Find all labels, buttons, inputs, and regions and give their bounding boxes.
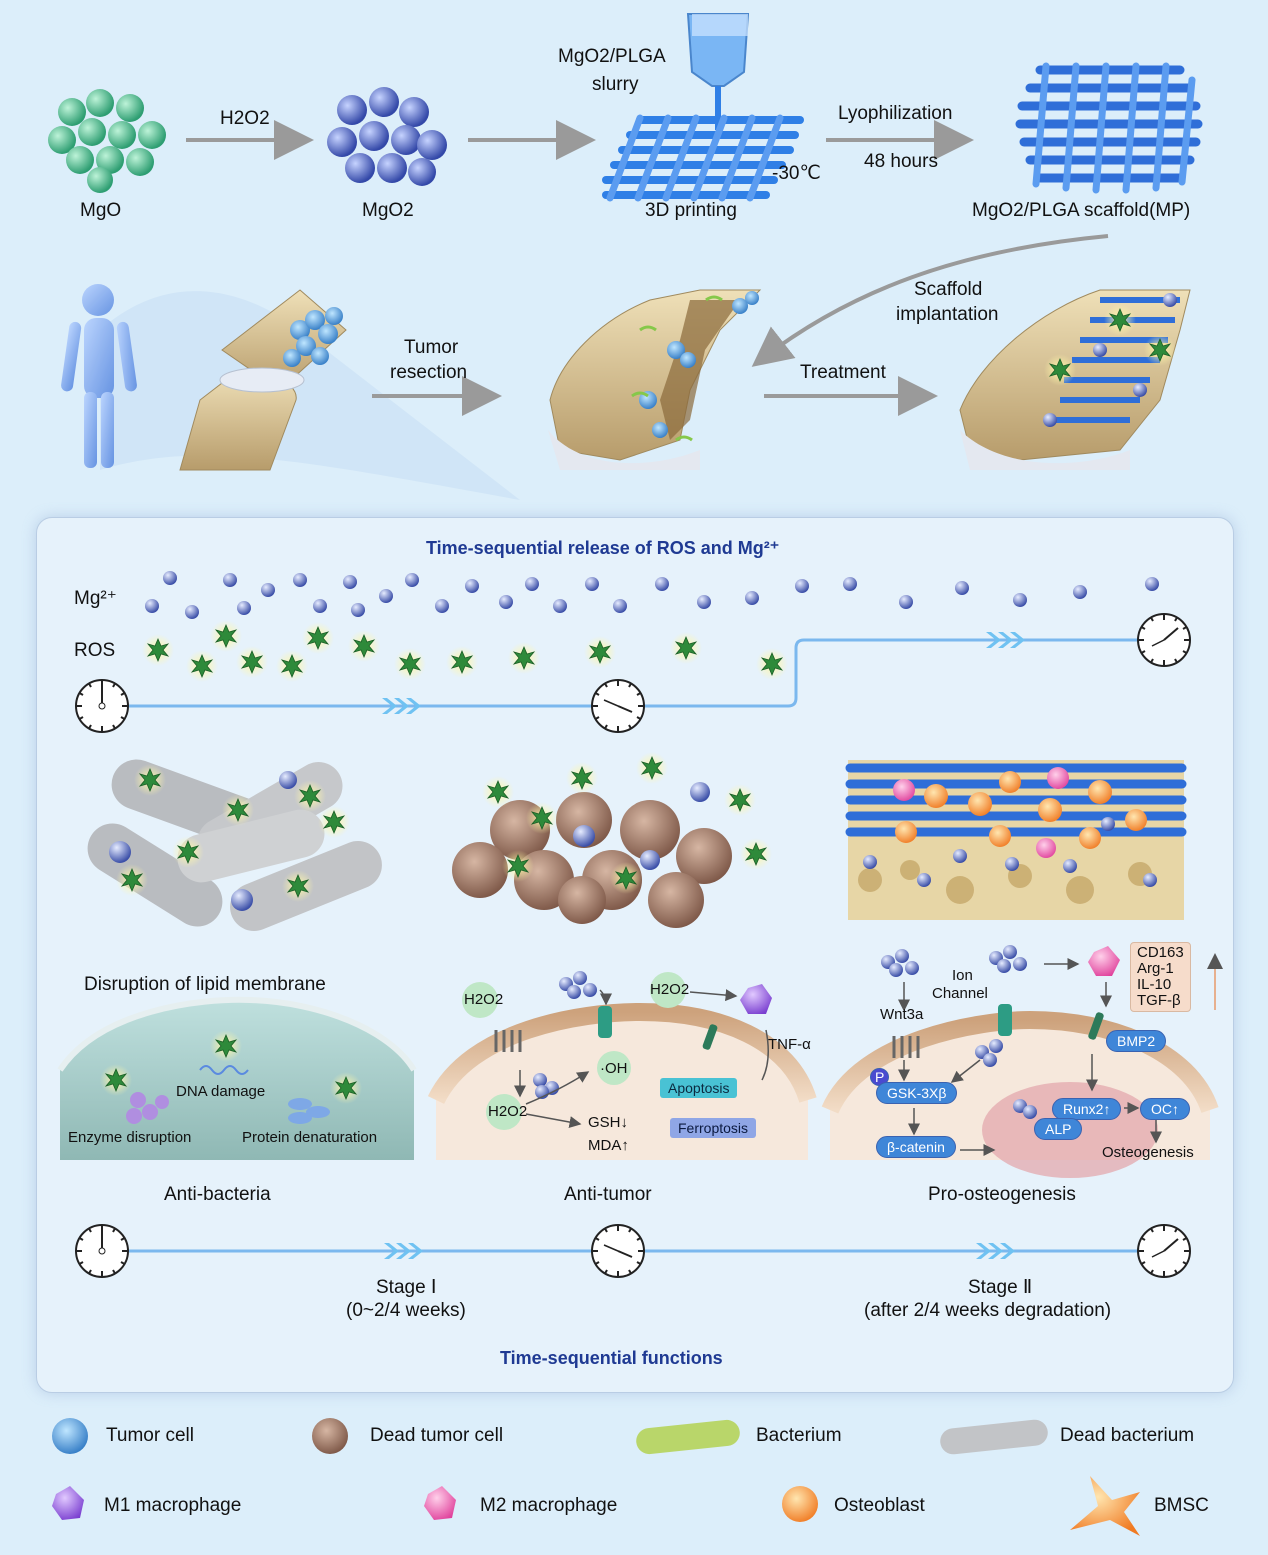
tumor-cell-icon xyxy=(52,1418,88,1454)
slurry-label-1: MgO2/PLGA xyxy=(558,46,666,67)
legend-m2-macrophage: M2 macrophage xyxy=(480,1495,618,1516)
protein-label: Protein denaturation xyxy=(242,1129,378,1146)
osteo-cell-interior xyxy=(821,945,1223,1178)
mgo-particles xyxy=(48,89,166,193)
receptor-icon xyxy=(494,1030,522,1052)
wnt3a-label: Wnt3a xyxy=(880,1006,924,1023)
legend-dead-tumor-cell: Dead tumor cell xyxy=(370,1425,504,1446)
clock-icon xyxy=(1137,1224,1191,1278)
hours-label: 48 hours xyxy=(864,151,938,172)
scaffold-label: MgO2/PLGA scaffold(MP) xyxy=(972,200,1191,221)
bacterium-icon xyxy=(636,1419,740,1455)
clock-icon xyxy=(75,679,129,733)
functions-title: Time-sequential functions xyxy=(500,1348,723,1368)
channel-label: Channel xyxy=(932,985,988,1002)
h2o2-arrow-label: H2O2 xyxy=(220,108,270,129)
scaffold-impl-label-2: implantation xyxy=(896,304,999,325)
scaffold-stack xyxy=(1015,62,1203,194)
runx2-pill: Runx2↑ xyxy=(1052,1098,1122,1120)
osteogenesis-label: Osteogenesis xyxy=(1102,1144,1194,1161)
stage1-title: Stage Ⅰ xyxy=(376,1277,437,1298)
gsk-pill: GSK-3Xβ xyxy=(876,1082,958,1104)
ferroptosis-box: Ferroptosis xyxy=(670,1118,757,1138)
anti-bacteria-caption: Anti-bacteria xyxy=(164,1184,271,1205)
implanted-bone xyxy=(959,289,1191,470)
marker-arg1: Arg-1 xyxy=(1137,960,1174,977)
treatment-label: Treatment xyxy=(800,362,886,383)
pro-osteogenesis-caption: Pro-osteogenesis xyxy=(928,1184,1076,1205)
mg-label: Mg²⁺ xyxy=(74,588,117,609)
panel-title: Time-sequential release of ROS and Mg²⁺ xyxy=(426,538,780,558)
dna-damage-label: DNA damage xyxy=(176,1083,266,1100)
m2-markers-box: CD163 Arg-1 IL-10 TGF-β xyxy=(1130,942,1191,1012)
tnf-label: TNF-α xyxy=(768,1036,811,1053)
legend-tumor-cell: Tumor cell xyxy=(106,1425,194,1446)
h2o2-label-b: H2O2 xyxy=(488,1103,528,1120)
osteoblast-icon xyxy=(782,1486,818,1522)
legend-m1-macrophage: M1 macrophage xyxy=(104,1495,242,1516)
printed-grid xyxy=(602,114,804,202)
stage2-range: (after 2/4 weeks degradation) xyxy=(864,1300,1112,1321)
ion-label: Ion xyxy=(952,967,973,984)
receptor-icon xyxy=(892,1036,920,1058)
legend-bacterium: Bacterium xyxy=(756,1425,842,1446)
lyophilization-label: Lyophilization xyxy=(838,103,953,124)
anti-tumor-caption: Anti-tumor xyxy=(564,1184,652,1205)
legend-osteoblast: Osteoblast xyxy=(834,1495,925,1516)
stage1-range: (0~2/4 weeks) xyxy=(346,1300,466,1321)
temperature-label: -30℃ xyxy=(772,163,821,184)
scaffold-impl-label-1: Scaffold xyxy=(914,279,983,300)
dead-bacteria-illustration xyxy=(87,759,382,931)
marker-tgfb: TGF-β xyxy=(1137,992,1181,1009)
stage-timeline xyxy=(75,1224,1191,1278)
knee-with-tumor xyxy=(179,289,347,471)
mgo2-particles xyxy=(327,87,447,186)
mg-ion-row xyxy=(145,571,1159,619)
marker-cd163: CD163 xyxy=(1137,944,1184,961)
legend-bmsc: BMSC xyxy=(1154,1495,1209,1516)
oc-pill: OC↑ xyxy=(1140,1098,1190,1120)
printer-nozzle xyxy=(686,13,750,130)
bmp2-pill: BMP2 xyxy=(1106,1030,1167,1052)
mda-label: MDA↑ xyxy=(588,1137,629,1154)
osteo-scaffold-illustration xyxy=(845,760,1187,920)
clock-icon xyxy=(1137,613,1191,667)
bacteria-interior xyxy=(57,996,417,1160)
ros-row xyxy=(141,619,789,683)
m1-macrophage-icon xyxy=(52,1486,84,1520)
mgo-label: MgO xyxy=(80,200,122,221)
release-timeline xyxy=(75,613,1191,733)
gsh-label: GSH↓ xyxy=(588,1114,629,1131)
legend-icons xyxy=(52,1418,1140,1536)
arrow-scaffold-implantation xyxy=(751,234,1109,367)
hydroxyl-label: ·OH xyxy=(600,1060,628,1077)
catenin-pill: β-catenin xyxy=(876,1136,956,1158)
m2-macrophage-icon xyxy=(424,1486,456,1520)
h2o2-label-a: H2O2 xyxy=(464,991,504,1008)
tumor-label: Tumor xyxy=(404,337,459,358)
resected-bone xyxy=(548,289,762,470)
dead-tumor-cells-illustration xyxy=(452,751,773,928)
clock-icon xyxy=(591,1224,645,1278)
apoptosis-box: Apoptosis xyxy=(660,1078,738,1098)
dead-tumor-cell-icon xyxy=(312,1418,348,1454)
mgo2-label: MgO2 xyxy=(362,200,414,221)
legend-dead-bacterium: Dead bacterium xyxy=(1060,1425,1195,1446)
clock-icon xyxy=(591,679,645,733)
enzyme-label: Enzyme disruption xyxy=(68,1129,192,1146)
h2o2-label-c: H2O2 xyxy=(650,981,690,998)
lipid-membrane-heading: Disruption of lipid membrane xyxy=(84,974,326,995)
resection-label: resection xyxy=(390,362,468,383)
alp-pill: ALP xyxy=(1034,1118,1083,1140)
bmsc-icon xyxy=(1070,1476,1140,1536)
printing-label: 3D printing xyxy=(645,200,737,221)
slurry-label-2: slurry xyxy=(592,74,639,95)
clock-icon xyxy=(75,1224,129,1278)
stage2-title: Stage Ⅱ xyxy=(968,1277,1033,1298)
human-figure xyxy=(61,284,137,468)
marker-il10: IL-10 xyxy=(1137,976,1172,993)
ros-label: ROS xyxy=(74,640,116,661)
dead-bacterium-icon xyxy=(940,1419,1048,1455)
